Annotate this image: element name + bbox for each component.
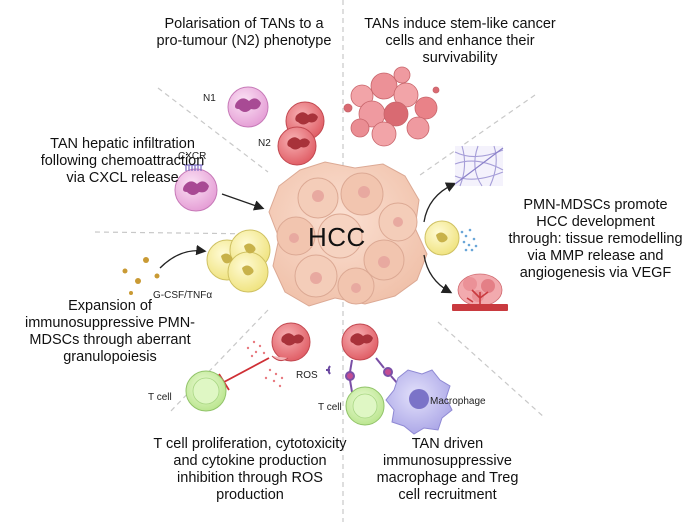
panel-tcell-inhibition-text: T cell proliferation, cytotoxicity and c… [153,436,347,503]
gcsf-label: G-CSF/TNFα [153,290,213,301]
infiltration-arrow [221,193,265,211]
n2-label: N2 [258,138,271,149]
panel-expansion-text: Expansion of immunosuppressive PMN-MDSCs… [24,298,196,365]
ros-label: ROS [296,370,318,381]
granulopoiesis-arrow [159,244,207,269]
pmn-mdsc-cluster [206,229,271,293]
n2-neutrophils [277,101,325,166]
ros-particles [246,340,284,388]
hcc-tumour [268,161,428,307]
n1-label: N1 [203,93,216,104]
secreted-factors-dots [460,228,478,252]
cytokine-dots [122,257,160,295]
panel-polarisation-text: Polarisation of TANs to a pro-tumour (N2… [156,16,332,49]
ros-neutrophil [271,322,311,362]
cxcr-receptor-icon [184,164,203,171]
receptor-ligand-links [326,357,399,393]
angiogenesis-arrow [423,254,453,294]
tcell-right-label: T cell [318,402,342,413]
tissue-remodelling-arrow [423,182,457,223]
t-cell-left [185,370,227,412]
hcc-label: HCC [308,222,366,252]
panel-stem-like-text: TANs induce stem-like cancer cells and e… [364,16,556,66]
cxcr-label: CXCR [178,151,207,162]
panel-macrophage-treg-text: TAN driven immunosuppressive macrophage … [376,436,519,503]
panel-infiltration-text: TAN hepatic infiltration following chemo… [40,136,205,186]
cxcr-neutrophil [174,168,218,212]
mdsc-cell-right [424,220,460,256]
inhibition-marker [218,357,270,391]
cancer-cell-cluster [343,66,440,147]
macrophage [385,369,453,435]
tcell-left-label: T cell [148,392,172,403]
macrophage-label: Macrophage [430,396,486,407]
panel-pmn-mdsc-promote-text: PMN-MDSCs promote HCC development throug… [508,197,683,281]
extracellular-matrix [454,145,504,187]
vascularised-tumour [452,273,508,311]
t-cell-right [345,386,385,426]
recruiting-neutrophil [341,323,379,361]
n1-neutrophil [227,86,269,128]
